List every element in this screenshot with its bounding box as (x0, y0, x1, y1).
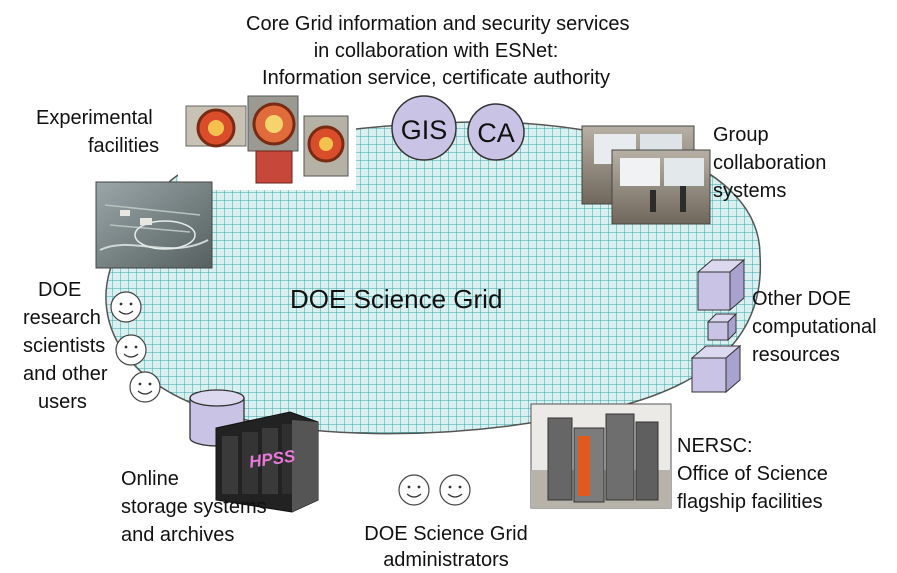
users-label-line-3: scientists (23, 335, 106, 357)
nersc-label-line-2: Office of Science (677, 463, 828, 485)
storage-label-line-2: storage systems (121, 496, 267, 518)
users-label-line-1: DOE (38, 279, 82, 301)
header-line-2: in collaboration with ESNet: (313, 40, 559, 62)
group-label-line-1: Group (713, 124, 769, 146)
users-label-line-5: users (38, 391, 87, 413)
aerial-site-photo (95, 181, 213, 269)
ca-service-circle (467, 103, 525, 161)
experimental-label-line-1: Experimental (36, 107, 153, 129)
gis-service-circle (391, 95, 457, 161)
admins-label-line-1: DOE Science Grid (364, 523, 528, 545)
admin-smiley-1 (398, 474, 430, 506)
user-smiley-3 (129, 371, 161, 403)
experimental-label-line-2: facilities (88, 135, 160, 157)
nersc-supercomputer-photo (530, 403, 672, 509)
user-smiley-2 (115, 334, 147, 366)
compute-cube-small (706, 312, 738, 342)
collaboration-photo-front (611, 149, 711, 225)
nersc-label-line-1: NERSC: (677, 435, 753, 457)
user-smiley-1 (110, 291, 142, 323)
admins-label-line-2: administrators (383, 549, 509, 571)
gis-label: GIS (401, 115, 448, 145)
storage-label-line-3: and archives (121, 524, 235, 546)
other-doe-label-line-2: computational (752, 316, 877, 338)
ca-label: CA (477, 118, 515, 148)
detector-image (178, 85, 356, 190)
users-label-line-4: and other (23, 363, 108, 385)
hpss-storage-rack (215, 411, 319, 513)
compute-cube-large (696, 258, 746, 312)
other-doe-label-line-1: Other DOE (752, 288, 851, 310)
users-label-line-2: research (23, 307, 101, 329)
group-label-line-2: collaboration (713, 152, 827, 174)
nersc-label-line-3: flagship facilities (677, 491, 823, 513)
grid-title: DOE Science Grid (290, 284, 503, 314)
other-doe-label-line-3: resources (752, 344, 840, 366)
compute-cube-medium (690, 344, 742, 394)
header-line-3: Information service, certificate authori… (262, 67, 610, 89)
group-label-line-3: systems (713, 180, 787, 202)
storage-label-line-1: Online (121, 468, 179, 490)
admin-smiley-2 (439, 474, 471, 506)
header-line-1: Core Grid information and security servi… (246, 13, 630, 35)
